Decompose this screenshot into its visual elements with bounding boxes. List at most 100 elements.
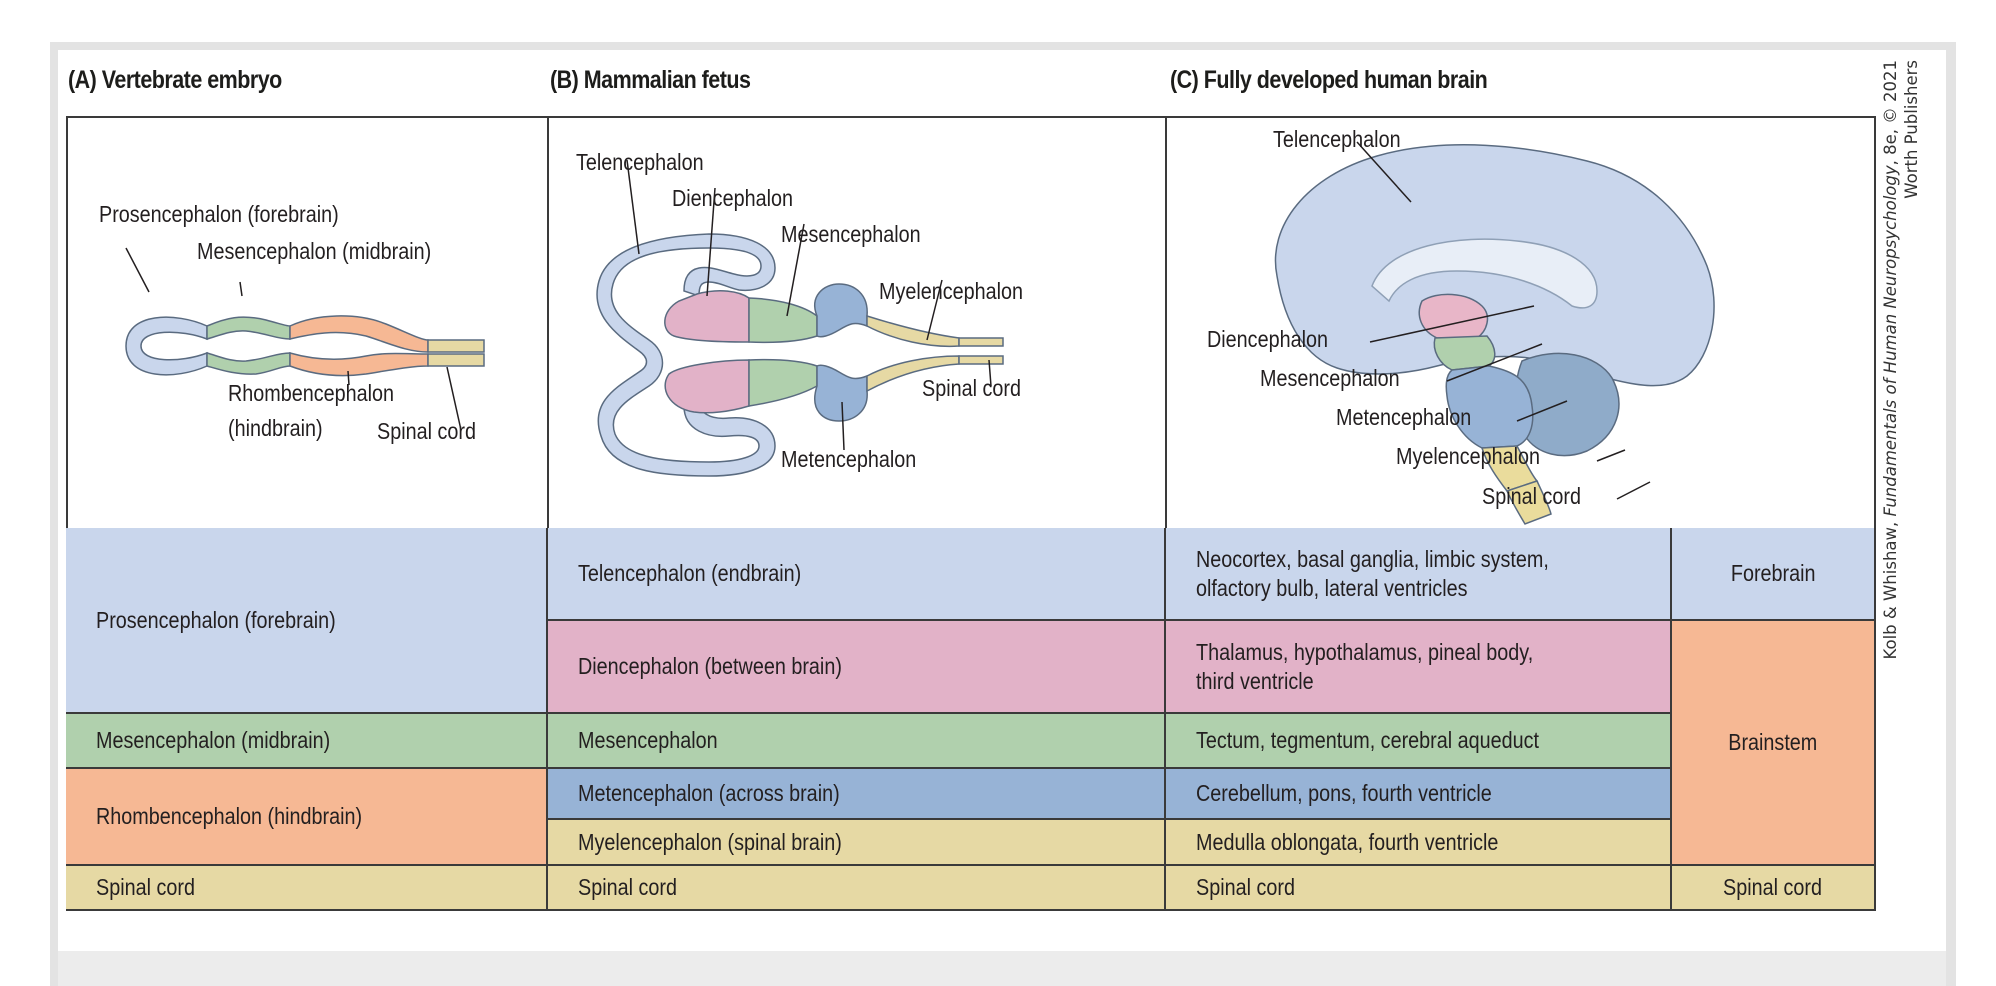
cell-text: Diencephalon (between brain) xyxy=(578,653,842,680)
fetus-mesencephalon-top xyxy=(748,297,818,344)
embryo-illustration xyxy=(125,247,485,431)
cell-spinal-cord-2: Spinal cord xyxy=(548,866,1166,911)
embryo-midbrain-bottom xyxy=(206,352,291,375)
label-a-spinal-cord: Spinal cord xyxy=(377,418,476,444)
cell-telencephalon-structures: Neocortex, basal ganglia, limbic system,… xyxy=(1166,528,1672,621)
embryo-hindbrain-bottom xyxy=(289,352,429,377)
cell-myelencephalon-structures: Medulla oblongata, fourth ventricle xyxy=(1166,820,1672,866)
label-c-telencephalon: Telencephalon xyxy=(1273,126,1401,152)
cell-myelencephalon: Myelencephalon (spinal brain) xyxy=(548,820,1166,866)
cell-mesencephalon-midbrain: Mesencephalon (midbrain) xyxy=(66,714,548,769)
cell-spinal-cord-1: Spinal cord xyxy=(66,866,548,911)
cell-prosencephalon: Prosencephalon (forebrain) xyxy=(66,528,548,714)
fetus-metencephalon-bottom xyxy=(814,364,868,422)
header-human-brain: (C) Fully developed human brain xyxy=(1170,66,1488,94)
cell-spinal-cord-4: Spinal cord xyxy=(1672,866,1876,911)
embryo-midbrain-top xyxy=(206,316,291,340)
fetus-illustration xyxy=(596,159,1004,477)
fetus-diencephalon-bottom xyxy=(664,359,750,414)
cell-text: Cerebellum, pons, fourth ventricle xyxy=(1196,780,1492,807)
embryo-forebrain xyxy=(125,316,208,376)
label-b-myelencephalon: Myelencephalon xyxy=(879,278,1024,304)
credit-book-title: Fundamentals of Human Neuropsychology xyxy=(1881,165,1900,517)
label-b-diencephalon: Diencephalon xyxy=(672,185,793,211)
embryo-spinal-cord-bottom xyxy=(427,353,485,367)
label-b-telencephalon: Telencephalon xyxy=(576,149,704,175)
cell-forebrain: Forebrain xyxy=(1672,528,1876,621)
label-c-metencephalon: Metencephalon xyxy=(1336,404,1472,430)
cell-diencephalon: Diencephalon (between brain) xyxy=(548,621,1166,714)
cell-text: Medulla oblongata, fourth ventricle xyxy=(1196,828,1499,855)
leader-b-spinal-cord xyxy=(988,359,992,387)
cell-text: Mesencephalon xyxy=(578,727,718,754)
leader-b-mesencephalon xyxy=(786,223,805,317)
cell-spinal-cord-3: Spinal cord xyxy=(1166,866,1672,911)
cell-text: Metencephalon (across brain) xyxy=(578,780,840,807)
brain-corpus-callosum xyxy=(1371,238,1598,309)
cell-telencephalon: Telencephalon (endbrain) xyxy=(548,528,1166,621)
cell-text: Brainstem xyxy=(1728,729,1818,756)
cell-text: Spinal cord xyxy=(578,874,677,901)
leader-b-myelencephalon xyxy=(926,279,943,341)
cell-text-line-2: third ventricle xyxy=(1196,667,1314,694)
label-b-metencephalon: Metencephalon xyxy=(781,446,917,472)
cell-text: Spinal cord xyxy=(1723,874,1823,901)
figure-box xyxy=(66,116,1876,528)
header-mammalian-fetus: (B) Mammalian fetus xyxy=(550,66,751,94)
cell-text-line-1: Neocortex, basal ganglia, limbic system, xyxy=(1196,545,1549,572)
label-b-mesencephalon: Mesencephalon xyxy=(781,221,921,247)
leader-prosencephalon xyxy=(125,247,150,293)
cell-mesencephalon: Mesencephalon xyxy=(548,714,1166,769)
leader-spinal-cord xyxy=(446,366,462,431)
bottom-band xyxy=(58,951,1946,986)
fetus-spinal-cord-top xyxy=(958,337,1004,347)
brain-spinal-cord xyxy=(1505,480,1552,525)
label-a-mesencephalon: Mesencephalon (midbrain) xyxy=(197,238,432,264)
brain-mesencephalon xyxy=(1433,335,1496,371)
cell-metencephalon: Metencephalon (across brain) xyxy=(548,769,1166,820)
label-a-hindbrain: (hindbrain) xyxy=(228,415,323,441)
cell-rhombencephalon: Rhombencephalon (hindbrain) xyxy=(66,769,548,866)
label-c-spinal-cord: Spinal cord xyxy=(1482,483,1581,509)
cell-text: Myelencephalon (spinal brain) xyxy=(578,828,842,855)
fetus-mesencephalon-bottom xyxy=(748,358,818,407)
cell-brainstem: Brainstem xyxy=(1672,621,1876,866)
label-a-rhombencephalon: Rhombencephalon xyxy=(228,380,395,406)
cell-metencephalon-structures: Cerebellum, pons, fourth ventricle xyxy=(1166,769,1672,820)
cell-text: Forebrain xyxy=(1730,560,1816,587)
copyright-credit: Kolb & Whishaw, Fundamentals of Human Ne… xyxy=(1880,60,1950,780)
label-c-myelencephalon: Myelencephalon xyxy=(1396,443,1541,469)
leader-c-mesencephalon xyxy=(1446,343,1543,382)
leader-mesencephalon xyxy=(239,281,243,297)
cell-text: Mesencephalon (midbrain) xyxy=(96,727,331,754)
leader-b-metencephalon xyxy=(841,401,845,451)
cell-text: Spinal cord xyxy=(1196,874,1295,901)
leader-c-diencephalon xyxy=(1369,305,1535,343)
leader-c-telencephalon xyxy=(1356,141,1412,203)
fetus-telencephalon xyxy=(596,233,776,477)
leader-b-telencephalon xyxy=(626,159,640,255)
cell-text: Rhombencephalon (hindbrain) xyxy=(96,803,363,830)
cell-text: Spinal cord xyxy=(96,874,195,901)
embryo-hindbrain-top xyxy=(289,315,429,353)
divider-b-c xyxy=(1165,116,1167,528)
cell-text-line-1: Thalamus, hypothalamus, pineal body, xyxy=(1196,638,1534,665)
label-b-spinal-cord: Spinal cord xyxy=(922,375,1021,401)
fetus-spinal-cord-bottom xyxy=(958,355,1004,365)
cell-diencephalon-structures: Thalamus, hypothalamus, pineal body, thi… xyxy=(1166,621,1672,714)
label-c-mesencephalon: Mesencephalon xyxy=(1260,365,1400,391)
credit-authors: Kolb & Whishaw, xyxy=(1881,516,1900,660)
divider-a-b xyxy=(547,116,549,528)
cell-mesencephalon-structures: Tectum, tegmentum, cerebral aqueduct xyxy=(1166,714,1672,769)
fetus-diencephalon-top xyxy=(664,290,750,343)
cell-text-line-2: olfactory bulb, lateral ventricles xyxy=(1196,574,1468,601)
label-a-prosencephalon: Prosencephalon (forebrain) xyxy=(99,201,339,227)
credit-edition: , 8e, © 2021 xyxy=(1881,60,1900,166)
embryo-spinal-cord-top xyxy=(427,339,485,353)
human-brain-illustration xyxy=(1274,141,1715,525)
leader-c-spinal-cord xyxy=(1616,481,1651,500)
cell-text: Tectum, tegmentum, cerebral aqueduct xyxy=(1196,727,1540,754)
label-c-diencephalon: Diencephalon xyxy=(1207,326,1328,352)
leader-b-diencephalon xyxy=(706,187,716,297)
credit-publisher: Worth Publishers xyxy=(1902,60,1921,199)
